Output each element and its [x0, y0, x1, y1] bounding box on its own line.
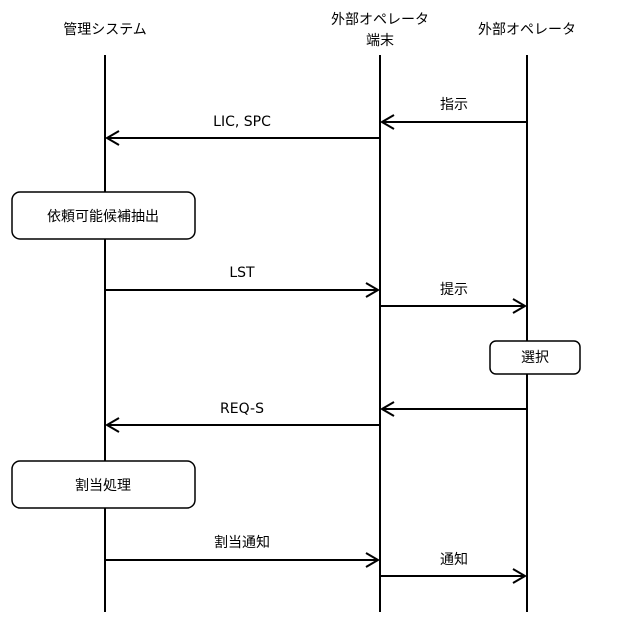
process-select: 選択 — [490, 341, 580, 374]
message-operator-to-terminal — [382, 402, 527, 416]
process-assign: 割当処理 — [12, 461, 195, 508]
message-req-s: REQ-S — [107, 401, 380, 432]
message-notify: 通知 — [380, 551, 525, 583]
process-extract: 依頼可能候補抽出 — [12, 192, 195, 239]
process-assign-label: 割当処理 — [75, 477, 131, 494]
participant-terminal-label: 外部オペレータ — [331, 12, 429, 28]
process-extract-label: 依頼可能候補抽出 — [47, 209, 159, 225]
participant-system-label: 管理システム — [63, 22, 147, 38]
process-select-label: 選択 — [521, 350, 549, 366]
message-lic-spc: LIC, SPC — [107, 114, 380, 145]
message-present: 提示 — [380, 282, 525, 313]
message-present-label: 提示 — [440, 282, 468, 298]
participant-operator-label: 外部オペレータ — [478, 22, 576, 38]
message-req-s-label: REQ-S — [220, 401, 264, 417]
message-lic-spc-label: LIC, SPC — [213, 114, 271, 130]
message-lst: LST — [105, 265, 378, 297]
message-notify-label: 通知 — [440, 551, 468, 568]
message-lst-label: LST — [229, 265, 255, 281]
message-assign-notify: 割当通知 — [105, 534, 378, 567]
message-instruct: 指示 — [382, 97, 527, 129]
message-assign-notify-label: 割当通知 — [214, 534, 270, 551]
message-instruct-label: 指示 — [440, 97, 468, 113]
participant-terminal-label-line2: 端末 — [366, 33, 394, 49]
